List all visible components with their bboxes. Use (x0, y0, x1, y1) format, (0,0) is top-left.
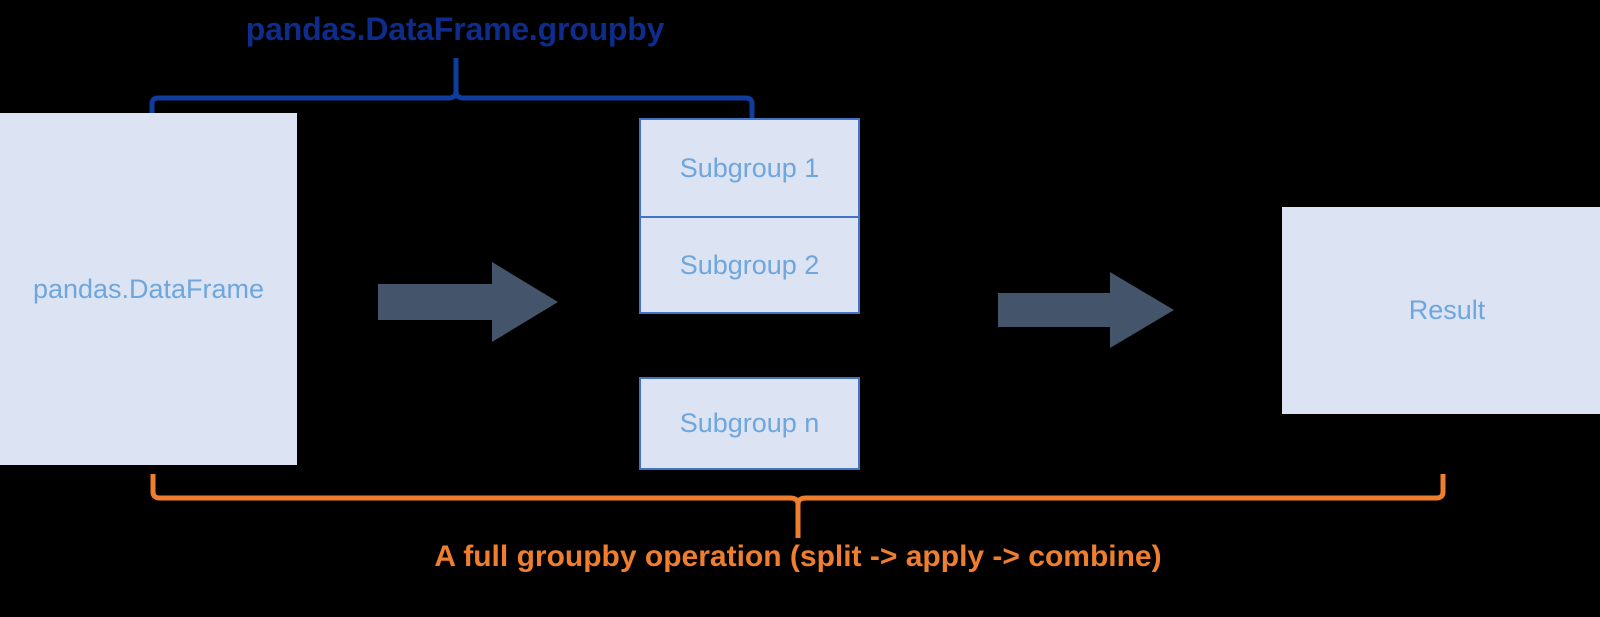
node-subgroup-2: Subgroup 2 (641, 216, 858, 312)
node-subgroup-2-label: Subgroup 2 (679, 249, 820, 280)
node-pandas-dataframe-label: pandas.DataFrame (32, 273, 265, 304)
node-subgroup-1-label: Subgroup 1 (679, 152, 820, 183)
node-subgroup-n-label: Subgroup n (679, 408, 820, 438)
node-subgroup-1: Subgroup 1 (641, 120, 858, 216)
apply-combine-arrow-icon (998, 272, 1174, 348)
subgroup-stack: Subgroup 1 Subgroup 2 (639, 118, 860, 314)
diagram-caption: A full groupby operation (split -> apply… (434, 540, 1162, 573)
node-subgroup-n: Subgroup n (639, 377, 860, 470)
node-pandas-dataframe: pandas.DataFrame (0, 113, 297, 465)
page-title: pandas.DataFrame.groupby (245, 11, 665, 47)
node-result-label: Result (1408, 295, 1486, 325)
split-arrow-icon (378, 262, 558, 342)
node-result: Result (1282, 207, 1600, 414)
